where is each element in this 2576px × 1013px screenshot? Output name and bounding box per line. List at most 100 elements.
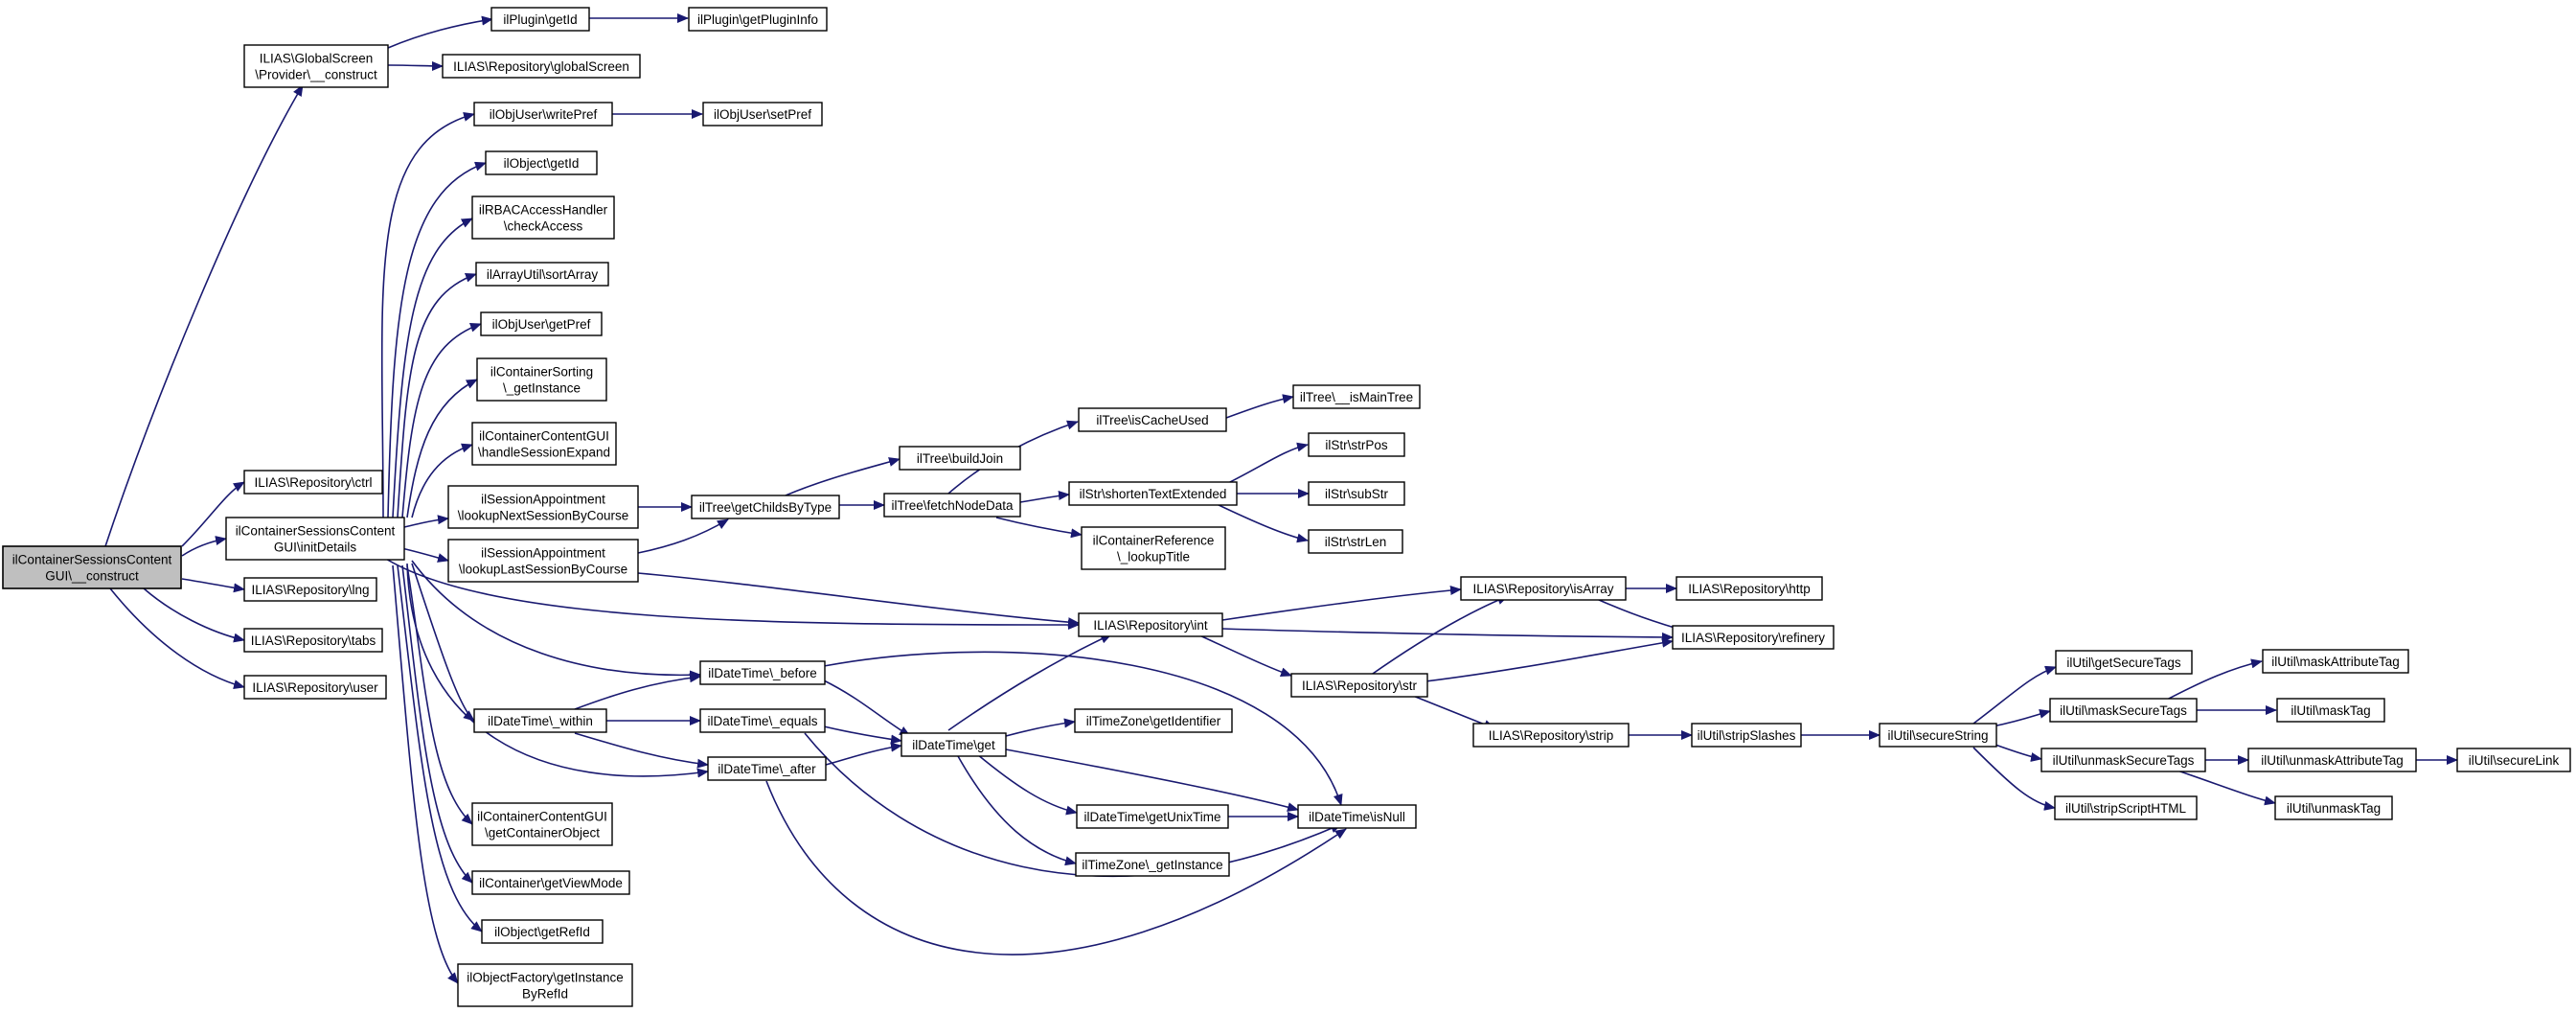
node-datetime-get[interactable]: ilDateTime\get [900,732,1007,757]
node-datetime-isnull[interactable]: ilDateTime\isNull [1297,804,1417,829]
node-root[interactable]: ilContainerSessionsContentGUI\__construc… [2,545,182,589]
edge-initdet-sorting [406,379,478,518]
node-rbac-checkaccess[interactable]: ilRBACAccessHandler\checkAccess [471,196,615,240]
node-label-line: ilTree\isCacheUsed [1096,413,1208,427]
node-datetime-equals[interactable]: ilDateTime\_equals [699,708,826,733]
node-box [471,422,617,466]
node-datetime-after[interactable]: ilDateTime\_after [707,756,827,781]
edge-repint-repstr [1197,633,1292,678]
edge-repstr-isarray [1369,595,1509,677]
node-repository-isarray[interactable]: ILIAS\Repository\isArray [1460,576,1627,601]
node-box [1078,407,1227,432]
node-box [2,545,182,589]
node-sessionappointment-lookuplast[interactable]: ilSessionAppointment \lookupLastSessionBy… [447,539,639,583]
node-containersorting-getinstance[interactable]: ilContainerSorting\_getInstance [476,357,607,402]
node-tree-ismaintree[interactable]: ilTree\__isMainTree [1292,384,1421,409]
node-repository-refinery[interactable]: ILIAS\Repository\refinery [1672,625,1835,650]
node-containerreference-lookuptitle[interactable]: ilContainerReference\_lookupTitle [1081,526,1226,570]
node-util-stripscripthtml[interactable]: ilUtil\stripScriptHTML [2054,795,2198,820]
node-label-line: ilSessionAppointment [481,546,605,561]
node-repository-user[interactable]: ILIAS\Repository\user [243,675,387,700]
node-label-line: \Provider\__construct [255,68,377,82]
node-box [699,660,826,685]
node-repository-globalscreen[interactable]: ILIAS\Repository\globalScreen [442,54,641,79]
node-datetime-before[interactable]: ilDateTime\_before [699,660,826,685]
node-str-substr[interactable]: ilStr\subStr [1308,481,1405,506]
node-objuser-getpref[interactable]: ilObjUser\getPref [480,311,603,336]
node-repository-strip[interactable]: ILIAS\Repository\strip [1472,723,1630,748]
node-object-getrefid[interactable]: ilObject\getRefId [481,919,604,944]
node-repository-str[interactable]: ILIAS\Repository\str [1290,673,1428,698]
node-objuser-writepref[interactable]: ilObjUser\writePref [473,102,613,127]
node-repository-int[interactable]: ILIAS\Repository\int [1078,612,1223,637]
node-box [2456,748,2571,772]
node-tree-iscacheused[interactable]: ilTree\isCacheUsed [1078,407,1227,432]
node-repository-ctrl[interactable]: ILIAS\Repository\ctrl [243,470,383,495]
edge-dtget-unixtime [976,753,1078,816]
node-box [473,708,607,733]
node-str-strlen[interactable]: ilStr\strLen [1308,529,1403,554]
node-datetime-getunixtime[interactable]: ilDateTime\getUnixTime [1076,804,1229,829]
node-label-line: ilTree\buildJoin [917,451,1003,466]
node-repository-http[interactable]: ILIAS\Repository\http [1676,576,1823,601]
edge-fetchnode-shorten [1019,491,1070,503]
node-util-securelink[interactable]: ilUtil\secureLink [2456,748,2571,772]
node-label-line: \lookupLastSessionByCourse [459,563,627,577]
node-plugin-getid[interactable]: ilPlugin\getId [490,7,590,32]
edge-initdet-after [406,563,709,778]
node-initdetails[interactable]: ilContainerSessionsContentGUI\initDetail… [225,517,405,561]
node-sessionappointment-lookupnext[interactable]: ilSessionAppointment\lookupNextSessionBy… [447,485,639,529]
node-label-line: ILIAS\Repository\str [1302,679,1418,693]
node-label-line: ilSessionAppointment [481,493,605,507]
node-containercontentgui-getcontainerobject[interactable]: ilContainerContentGUI\getContainerObject [471,802,613,846]
node-box [1879,723,1997,748]
node-str-shortentextextended[interactable]: ilStr\shortenTextExtended [1068,481,1238,506]
node-util-masktag[interactable]: ilUtil\maskTag [2276,698,2385,723]
node-util-getsecuretags[interactable]: ilUtil\getSecureTags [2055,650,2193,675]
node-tree-fetchnodedata[interactable]: ilTree\fetchNodeData [883,493,1021,518]
node-label-line: ilUtil\stripScriptHTML [2065,801,2187,816]
node-objuser-setpref[interactable]: ilObjUser\setPref [702,102,823,127]
node-globalscreen-provider-construct[interactable]: ILIAS\GlobalScreen \Provider\__construct [243,44,389,88]
node-label-line: ilUtil\maskAttributeTag [2271,655,2400,669]
node-timezone-getidentifier[interactable]: ilTimeZone\getIdentifier [1074,708,1233,733]
node-label-line: ilObject\getId [504,156,580,171]
node-str-strpos[interactable]: ilStr\strPos [1308,432,1405,457]
node-util-masksecuretags[interactable]: ilUtil\maskSecureTags [2049,698,2198,723]
node-timezone-getinstance[interactable]: ilTimeZone\_getInstance [1075,852,1230,877]
node-util-unmasksecuretags[interactable]: ilUtil\unmaskSecureTags [2040,748,2206,772]
node-util-stripslashes[interactable]: ilUtil\stripSlashes [1691,723,1802,748]
node-tree-buildjoin[interactable]: ilTree\buildJoin [899,446,1021,471]
node-label-line: ILIAS\GlobalScreen [260,52,374,66]
node-label-line: ILIAS\Repository\globalScreen [453,59,629,74]
node-repository-lng[interactable]: ILIAS\Repository\lng [243,577,377,602]
edge-initdet-viewmode [401,564,473,884]
node-box [471,802,613,846]
node-box [1078,612,1223,637]
node-plugin-getplugininfo[interactable]: ilPlugin\getPluginInfo [688,7,828,32]
edge-repint-refinery [1221,628,1674,642]
node-label-line: ilArrayUtil\sortArray [487,267,599,282]
node-object-getid[interactable]: ilObject\getId [485,150,598,175]
edge-cacheused-mainttree [1225,394,1294,419]
node-datetime-within[interactable]: ilDateTime\_within [473,708,607,733]
node-box [243,628,383,653]
node-box [1292,384,1421,409]
edge-after-isnull [765,780,1347,955]
node-tree-getchildsbytype[interactable]: ilTree\getChildsByType [691,495,840,519]
node-arrayutil-sortarray[interactable]: ilArrayUtil\sortArray [475,262,609,287]
node-repository-tabs[interactable]: ILIAS\Repository\tabs [243,628,383,653]
edge-dtget-isnull [1005,748,1299,812]
node-util-securestring[interactable]: ilUtil\secureString [1879,723,1997,748]
node-util-unmasktag[interactable]: ilUtil\unmaskTag [2274,795,2393,820]
node-containercontentgui-handlesessionexpand[interactable]: ilContainerContentGUI\handleSessionExpan… [471,422,617,466]
node-box [447,485,639,529]
node-container-getviewmode[interactable]: ilContainer\getViewMode [471,870,630,895]
node-util-maskattributetag[interactable]: ilUtil\maskAttributeTag [2262,649,2409,674]
edge-equals-isnull [804,732,1342,878]
node-box [707,756,827,781]
node-util-unmaskattributetag[interactable]: ilUtil\unmaskAttributeTag [2247,748,2417,772]
node-label-line: ilContainerSessionsContent [12,553,172,567]
node-label-line: ilContainer\getViewMode [479,876,623,890]
